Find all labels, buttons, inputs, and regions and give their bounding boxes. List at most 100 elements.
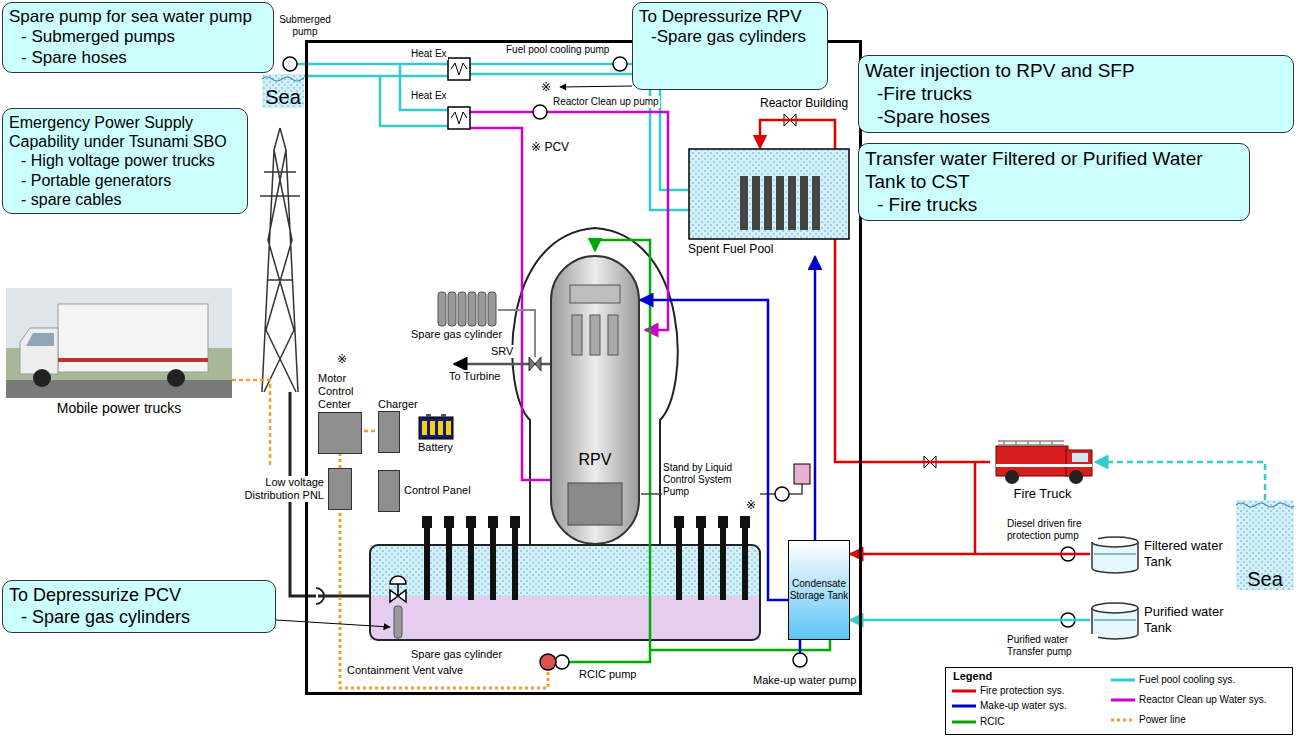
pump-symbols [775, 487, 789, 501]
cyan-pipes [297, 64, 688, 210]
heat-exchanger [448, 107, 470, 129]
callout-item: - Spare hoses [9, 48, 267, 68]
legend-line [952, 690, 976, 693]
panel-label: Motor Control Center [318, 372, 364, 412]
leader-lines [560, 86, 632, 87]
callout-heading: Spare pump for sea water pump [9, 7, 267, 27]
sea-wave [1236, 503, 1294, 507]
battery-case [419, 417, 453, 439]
suppression-pool [696, 516, 706, 528]
legend-line [1111, 719, 1135, 722]
pump-symbols [540, 654, 556, 670]
vent-valve [390, 576, 406, 602]
suppression-pool [676, 520, 682, 600]
gas-cylinders [458, 292, 466, 326]
truck-windshield [26, 333, 54, 346]
heat-exchanger [448, 58, 470, 129]
photo-caption: Mobile power trucks [6, 400, 232, 417]
legend-text: Power line [1139, 714, 1186, 726]
part-label: Heat Ex [410, 90, 448, 102]
callout-heading: To Depressurize RPV [639, 7, 821, 27]
part-label: Stand by Liquid Control System Pump [662, 462, 760, 498]
suppression-pool [466, 516, 476, 528]
tank-water [1094, 619, 1136, 621]
callout-heading: To Depressurize PCV [9, 585, 269, 607]
legend-row: Make-up water sys. [952, 700, 1067, 712]
suppression-pool [444, 516, 454, 528]
sea-water [262, 74, 304, 108]
truck-box [58, 304, 208, 372]
heat-exchanger [451, 112, 467, 124]
truck-stripe [58, 358, 208, 362]
gas-cylinders [394, 292, 496, 638]
sea-wave [262, 77, 304, 81]
legend-text: Reactor Clean up Water sys. [1139, 694, 1266, 706]
sea-water: Sea [1236, 500, 1294, 590]
fuel-rack [800, 176, 808, 230]
callout-box: Spare pump for sea water pump- Submerged… [2, 2, 274, 73]
spent-fuel-pool: Spent Fuel Pool [688, 148, 850, 256]
part-label: To Turbine [448, 370, 501, 383]
suppression-pool [422, 516, 432, 528]
legend-line [952, 705, 976, 708]
suppression-pool [446, 520, 452, 600]
rpv-shell [551, 256, 639, 544]
callout-item: -Spare hoses [865, 106, 1287, 129]
gas-cylinders [468, 292, 476, 326]
battery-cell [438, 421, 443, 435]
suppression-pool [742, 520, 748, 600]
part-label: Spare gas cylinder [410, 648, 503, 661]
fuel-rack [752, 176, 760, 230]
steam-dryer [570, 285, 620, 303]
fire-truck: Fire Truck [990, 430, 1095, 502]
leader-lines [276, 620, 390, 627]
pipe-connector [850, 553, 1090, 556]
distribution-panel: Low voltage Distribution PNL [232, 468, 352, 510]
callout-item: - Spare gas cylinders [9, 607, 269, 629]
legend-row: RCIC [952, 716, 1004, 728]
vent-valve [390, 576, 406, 596]
water-tank: Purified water Tank [1090, 600, 1232, 640]
separator [608, 315, 618, 355]
cyan-pipes [297, 64, 688, 210]
truck-wheel [1069, 470, 1083, 484]
fuel-rack [776, 176, 784, 230]
legend-line [1111, 699, 1135, 702]
separator [590, 315, 600, 355]
suppression-pool [512, 520, 518, 600]
panel-label: Low voltage Distribution PNL [232, 476, 324, 502]
pipe-connector [364, 430, 378, 433]
legend-sample [952, 687, 976, 695]
tank-water [1094, 553, 1136, 555]
part-label: SRV [490, 345, 514, 358]
part-label: RCIC pump [578, 668, 637, 681]
callout-heading: Emergency Power Supply Capability under … [9, 113, 241, 151]
truck-window [1072, 453, 1088, 462]
containment-drywell [512, 228, 677, 545]
pipe-connector [850, 619, 1090, 622]
suppression-pool [370, 596, 760, 640]
power-truck: Mobile power trucks [6, 288, 232, 417]
electrical-panel: Charger [378, 398, 418, 453]
battery-label: Battery [418, 441, 454, 454]
heat-exchanger [451, 63, 467, 75]
pool-basin [688, 148, 850, 240]
part-label: Reactor Clean up pump [552, 96, 660, 108]
panel-label: Control Panel [404, 484, 471, 497]
gas-cylinders [448, 292, 456, 326]
part-label: Fuel pool cooling pump [505, 44, 610, 56]
fuel-rack [812, 176, 820, 230]
battery-cell [446, 421, 451, 435]
sea-water [1236, 500, 1294, 590]
callout-item: - spare cables [9, 190, 241, 209]
part-label: Submerged pump [276, 14, 334, 38]
tank-label: Condensate Storage Tank [789, 578, 849, 602]
power-truck-photo [6, 288, 232, 398]
suppression-pool [490, 520, 496, 600]
suppression-pool [720, 520, 726, 600]
pump-symbols [613, 57, 627, 71]
rpv-vessel [550, 255, 640, 545]
tank-label: Filtered water Tank [1144, 538, 1232, 569]
tank-label: Purified water Tank [1144, 604, 1232, 635]
